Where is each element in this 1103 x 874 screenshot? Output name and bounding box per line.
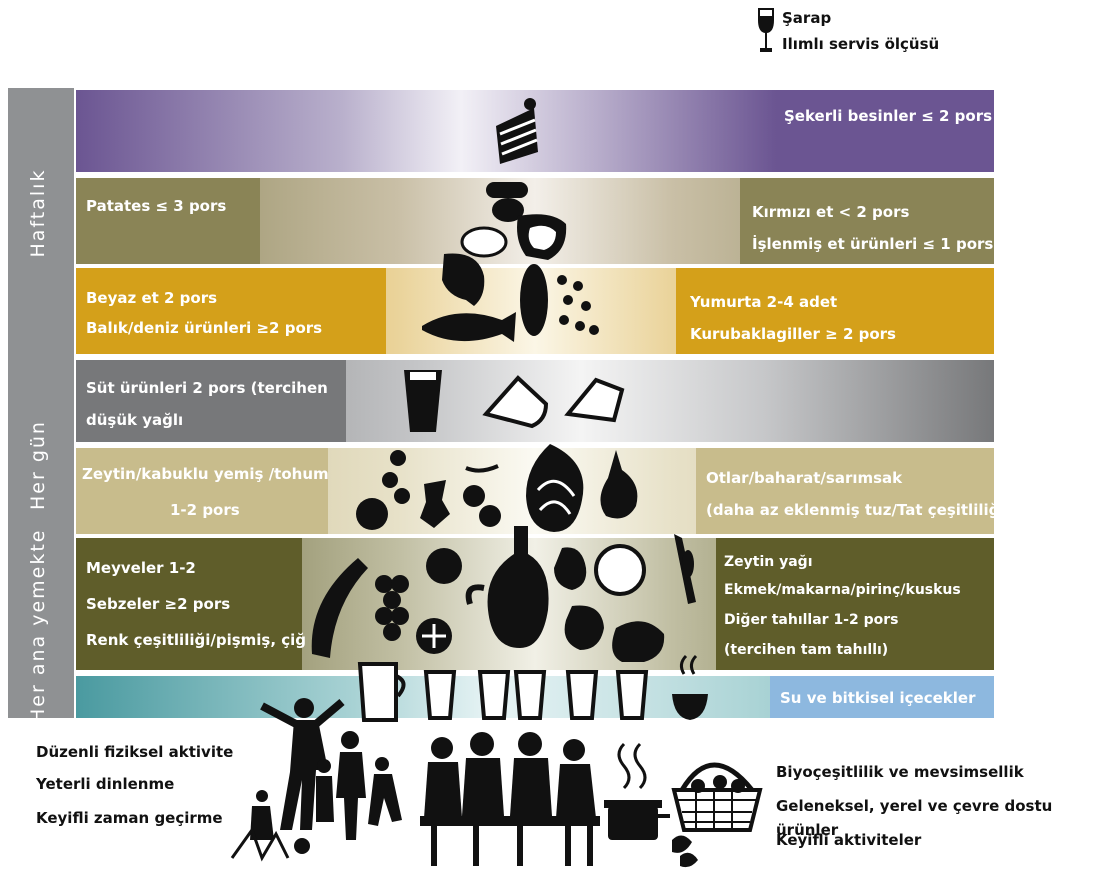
dairy-icon — [404, 370, 625, 432]
meat-icon — [460, 182, 567, 260]
tier-olive-box — [76, 448, 328, 534]
tier-grain-box — [716, 538, 994, 670]
tier-potato-label: Patates ≤ 3 pors — [86, 197, 227, 215]
water-glasses-icon — [357, 654, 708, 722]
tier-herb-label-1: Otlar/baharat/sarımsak — [706, 469, 903, 487]
side-bar — [8, 88, 74, 718]
tier-water-band — [76, 676, 770, 718]
bottom-right-line-2: Geleneksel, yerel ve çevre dostu ürünler — [776, 797, 1053, 839]
tier-meat-box — [740, 178, 994, 264]
bottom-left-line-3: Keyifli zaman geçirme — [36, 809, 223, 827]
family-meal-icon — [420, 732, 600, 866]
tier-water-label: Su ve bitkisel içecekler — [780, 689, 976, 707]
tier-egg-box — [676, 268, 994, 354]
tier-fruit-label-1: Meyveler 1-2 — [86, 559, 196, 577]
bottom-left-line-2: Yeterli dinlenme — [36, 775, 175, 793]
tier-white-box — [76, 268, 386, 354]
basket-icon — [671, 762, 763, 868]
chicken-fish-legumes-icon — [422, 253, 599, 342]
tier-herb-box — [696, 448, 994, 534]
tier-sweets-band — [76, 90, 776, 172]
wine-glass-icon — [758, 8, 774, 52]
active-family-icon — [230, 698, 402, 862]
nuts-olives-herbs-icon — [356, 444, 638, 532]
bottom-right-line-3: Keyifli aktiviteler — [776, 831, 922, 849]
wine-serving-label: Ilımlı servis ölçüsü — [782, 35, 940, 53]
wine-label: Şarap — [782, 9, 832, 27]
tier-egg-label-2: Kurubaklagiller ≥ 2 pors — [690, 325, 896, 343]
tier-olive-label-2: 1-2 pors — [170, 501, 240, 519]
tier-olive-label-1: Zeytin/kabuklu yemiş /tohum — [82, 465, 329, 483]
cooking-pot-icon — [604, 742, 670, 840]
cake-icon — [496, 98, 538, 164]
bottom-right-line-1: Biyoçeşitlilik ve mevsimsellik — [776, 763, 1024, 781]
tier-white-label-2: Balık/deniz ürünleri ≥2 pors — [86, 319, 323, 337]
side-label-meal: Her ana yemekte — [27, 528, 49, 723]
side-label-weekly: Haftalık — [27, 168, 49, 258]
bottom-left-line-1: Düzenli fiziksel aktivite — [36, 743, 234, 761]
tier-sweets-label: Şekerli besinler ≤ 2 pors — [784, 107, 993, 125]
tier-dairy-label-2: düşük yağlı — [86, 411, 184, 429]
tier-meat-label-1: Kırmızı et < 2 pors — [752, 203, 910, 221]
tier-dairy-label-1: Süt ürünleri 2 pors (tercihen — [86, 379, 328, 397]
tier-meat-label-2: İşlenmiş et ürünleri ≤ 1 pors — [752, 235, 994, 253]
tier-fruit-label-3: Renk çeşitliliği/pişmiş, çiğ — [86, 631, 307, 649]
tier-grain-label-2: Ekmek/makarna/pirinç/kuskus — [724, 582, 961, 598]
tier-grain-label-4: (tercihen tam tahıllı) — [724, 642, 889, 658]
tier-grain-label-1: Zeytin yağı — [724, 554, 813, 570]
fruits-vegetables-grains-icon — [311, 526, 696, 662]
tier-herb-label-2: (daha az eklenmiş tuz/Tat çeşitliliği — [706, 501, 1005, 519]
tier-potato-box — [76, 178, 260, 264]
side-label-daily: Her gün — [27, 420, 49, 510]
tier-fruit-label-2: Sebzeler ≥2 pors — [86, 595, 231, 613]
tier-white-label-1: Beyaz et 2 pors — [86, 289, 218, 307]
tier-fruit-box — [76, 538, 302, 670]
tier-grain-label-3: Diğer tahıllar 1-2 pors — [724, 612, 899, 628]
tier-water-box — [770, 676, 994, 718]
tier-sweets-box — [776, 90, 994, 172]
tier-egg-label-1: Yumurta 2-4 adet — [690, 293, 838, 311]
tier-dairy-box — [76, 360, 346, 442]
